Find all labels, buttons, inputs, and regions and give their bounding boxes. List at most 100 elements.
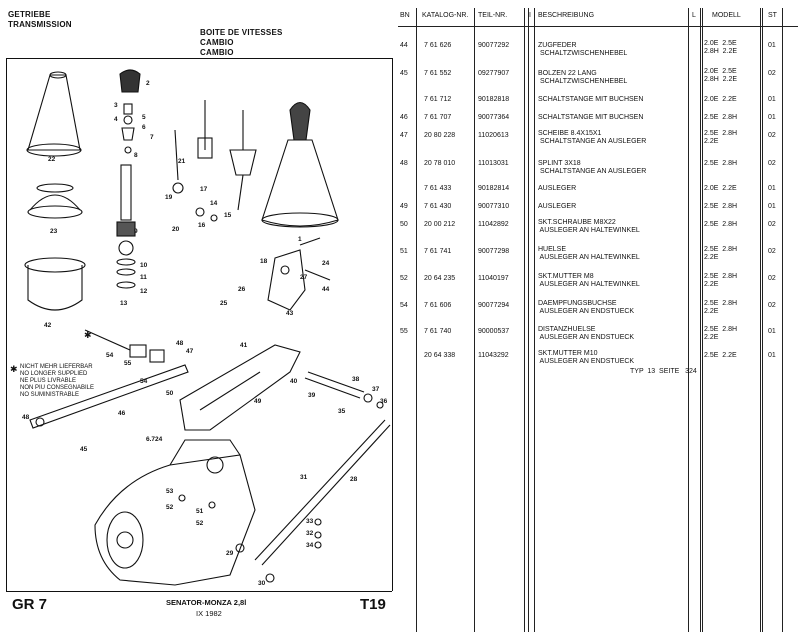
row-desc: SKT.MUTTER M10 AUSLEGER AN ENDSTUECK (538, 350, 635, 365)
callout-45: 45 (80, 446, 88, 453)
header-modell: MODELL (712, 12, 741, 19)
callout-31: 31 (300, 474, 308, 481)
col-divider (688, 8, 689, 632)
callout-3: 3 (114, 102, 118, 109)
row-st: 01 (768, 328, 776, 335)
callout-55: 55 (124, 360, 132, 367)
row-teil: 90000537 (478, 328, 510, 335)
exploded-parts-drawing (24, 69, 391, 586)
row-desc: SCHALTSTANGE MIT BUCHSEN (538, 114, 644, 121)
row-teil: 11020613 (478, 132, 509, 139)
header-bn: BN (400, 12, 410, 19)
row-st: 02 (768, 248, 776, 255)
row-bn: 50 (400, 221, 408, 228)
row-modell: 2.5E 2.8H 2.2E (704, 300, 738, 315)
callout-16: 16 (198, 222, 206, 229)
callout-27: 27 (300, 274, 308, 281)
callout-23: 23 (50, 228, 58, 235)
frame-bottom-border (6, 591, 392, 592)
row-bn: 51 (400, 248, 408, 255)
header-i: I (529, 12, 531, 19)
illustration-panel: GETRIEBE TRANSMISSION BOITE DE VITESSES … (0, 0, 398, 639)
callout-49: 49 (254, 398, 262, 405)
row-bn: 46 (400, 114, 408, 121)
row-bn: 52 (400, 275, 408, 282)
row-katalog: 7 61 606 (424, 302, 452, 309)
callout-1: 1 (298, 236, 302, 243)
row-st: 02 (768, 275, 776, 282)
legend-line-en: NO LONGER SUPPLIED (20, 371, 88, 377)
legend-text: NICHT MEHR LIEFERBAR NO LONGER SUPPLIED … (20, 364, 94, 399)
callout-13: 13 (120, 300, 128, 307)
header-underline (398, 26, 798, 27)
row-modell: 2.5E 2.8H 2.2E (704, 130, 738, 145)
row-desc: SKT.SCHRAUBE M8X22 AUSLEGER AN HALTEWINK… (538, 219, 640, 234)
row-teil: 90077310 (478, 203, 510, 210)
row-modell: 2.5E 2.8H (704, 114, 738, 121)
row-bn: 44 (400, 42, 408, 49)
row-desc: AUSLEGER (538, 203, 577, 210)
callout-4: 4 (114, 116, 118, 123)
callout-38: 38 (352, 376, 360, 383)
row-katalog: 7 61 740 (424, 328, 452, 335)
row-teil: 09277907 (478, 70, 510, 77)
callout-48: 48 (176, 340, 184, 347)
row-modell: 2.0E 2.5E 2.8H 2.2E (704, 68, 738, 83)
col-divider (416, 8, 417, 632)
callout-42: 42 (44, 322, 52, 329)
row-modell: 2.5E 2.8H (704, 160, 738, 167)
callout-46: 46 (118, 410, 126, 417)
row-st: 02 (768, 160, 776, 167)
row-desc: SCHEIBE 8.4X15X1 SCHALTSTANGE AN AUSLEGE… (538, 130, 647, 145)
row-desc: HUELSE AUSLEGER AN HALTEWINKEL (538, 246, 640, 261)
row-st: 01 (768, 203, 776, 210)
row-st: 01 (768, 185, 776, 192)
header-l: L (692, 12, 696, 19)
callout-14: 14 (210, 200, 218, 207)
row-modell: 2.0E 2.2E (704, 185, 737, 192)
callout-8: 8 (134, 152, 138, 159)
row-katalog: 20 78 010 (424, 160, 456, 167)
col-divider (474, 8, 475, 632)
col-divider (700, 8, 701, 632)
callout-11: 11 (140, 274, 147, 281)
frame-right-border (392, 58, 393, 591)
row-bn: 54 (400, 302, 408, 309)
row-st: 01 (768, 42, 776, 49)
row-desc: SCHALTSTANGE MIT BUCHSEN (538, 96, 644, 103)
callout-10: 10 (140, 262, 148, 269)
row-katalog: 20 64 338 (424, 352, 456, 359)
legend-line-it: NON PIU CONSEGNABILE (20, 385, 95, 391)
callout-37: 37 (372, 386, 380, 393)
row-modell: 2.5E 2.8H (704, 221, 738, 228)
row-st: 01 (768, 96, 776, 103)
callout-47: 47 (186, 348, 194, 355)
callout-30: 30 (258, 580, 266, 587)
header-st: ST (768, 12, 777, 19)
callout-36: 36 (380, 398, 388, 405)
group-number: GR 7 (12, 596, 48, 613)
callout-51: 51 (196, 508, 204, 515)
row-katalog: 20 80 228 (424, 132, 456, 139)
plate-number: T19 (360, 596, 386, 613)
callout-32: 32 (306, 530, 314, 537)
row-katalog: 7 61 741 (424, 248, 452, 255)
callout-35: 35 (338, 408, 346, 415)
row-modell: 2.5E 2.8H 2.2E (704, 326, 738, 341)
callout-22: 22 (48, 156, 56, 163)
legend-line-fr: NE PLUS LIVRABLE (20, 378, 77, 384)
row-teil: 11043292 (478, 352, 509, 359)
col-divider (702, 8, 703, 632)
row-katalog: 7 61 433 (424, 185, 452, 192)
callout-50: 50 (166, 390, 174, 397)
callout-18: 18 (260, 258, 268, 265)
col-divider (528, 8, 529, 632)
row-st: 02 (768, 221, 776, 228)
row-st: 02 (768, 302, 776, 309)
row-katalog: 7 61 552 (424, 70, 452, 77)
row-bn: 45 (400, 70, 408, 77)
row-teil: 90077298 (478, 248, 510, 255)
row-bn: 49 (400, 203, 408, 210)
row-st: 01 (768, 352, 776, 359)
header-teil: TEIL-NR. (478, 12, 508, 19)
